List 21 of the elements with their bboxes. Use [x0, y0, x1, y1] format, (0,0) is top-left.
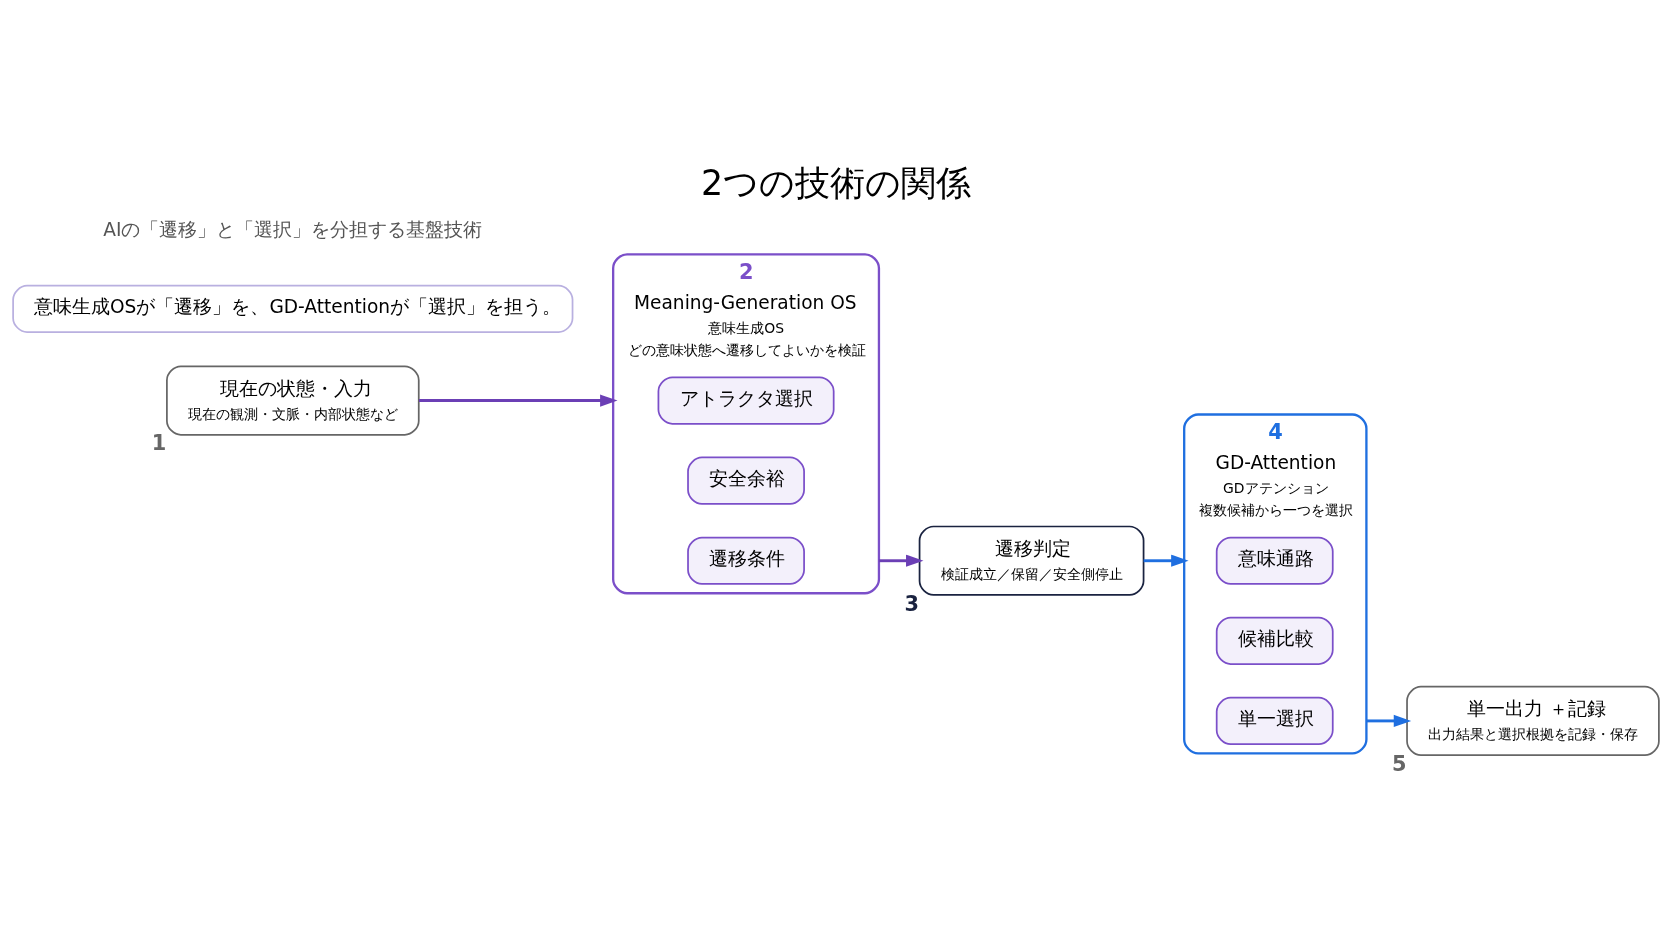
node-box: 安全余裕	[687, 456, 805, 505]
node-box: 遷移条件	[687, 536, 805, 585]
node-label: 5	[1391, 751, 1407, 776]
diagram-title: 2つの技術の関係	[700, 163, 972, 204]
node-label: 4	[1268, 420, 1283, 445]
arrow	[1143, 554, 1189, 567]
arrow	[419, 394, 618, 407]
node-label: 2	[739, 260, 754, 285]
node-label: 3	[904, 591, 920, 616]
node-box: 単一出力 ＋記録 出力結果と選択根拠を記録・保存	[1406, 685, 1660, 756]
node-box: 遷移判定 検証成立／保留／安全側停止	[918, 525, 1145, 596]
node-box: 現在の状態・入力 現在の観測・文脈・内部状態など	[166, 365, 420, 436]
label: AIの「遷移」と「選択」を分担する基盤技術	[103, 218, 483, 240]
arrow	[1366, 714, 1412, 727]
node-box: 候補比較	[1215, 616, 1334, 665]
node-box: 意味通路	[1215, 536, 1334, 585]
node-box: 意味生成OSが「遷移」を、GD-Attentionが「選択」を担う。	[12, 284, 574, 333]
node-box: アトラクタ選択	[657, 376, 835, 425]
node-box: 単一選択	[1215, 696, 1334, 745]
arrow	[878, 554, 924, 567]
node-label: 1	[151, 431, 167, 456]
